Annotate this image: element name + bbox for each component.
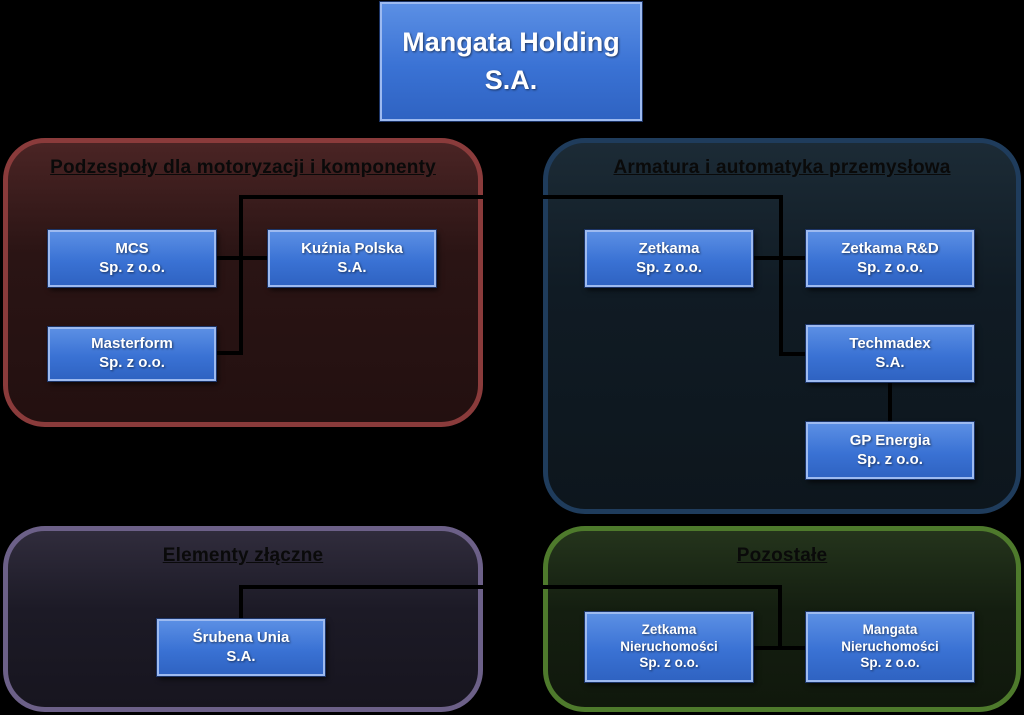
company-legal-form: Sp. z o.o.	[857, 258, 923, 276]
company-legal-form: S.A.	[875, 353, 905, 371]
company-legal-form: S.A.	[337, 258, 367, 276]
connector-motor-armatura	[239, 195, 783, 356]
company-zetkama-rd: Zetkama R&D Sp. z o.o.	[806, 230, 974, 287]
company-name: Zetkama R&D	[841, 239, 939, 257]
company-mcs: MCS Sp. z o.o.	[48, 230, 216, 287]
company-name: Zetkama	[638, 239, 700, 257]
holding-legal-form: S.A.	[484, 64, 538, 95]
company-legal-form: Sp. z o.o.	[99, 258, 165, 276]
connector-masterform	[214, 256, 243, 355]
company-name: Kuźnia Polska	[301, 239, 403, 257]
company-name: Mangata	[862, 621, 918, 637]
company-legal-form: Sp. z o.o.	[857, 450, 923, 468]
holding-name: Mangata Holding	[402, 26, 620, 57]
connector-srubena-pozostale	[239, 585, 782, 650]
group-title-motoryzacja: Podzespoły dla motoryzacji i komponenty	[50, 157, 436, 178]
group-title-elementy-zlaczne: Elementy złączne	[162, 545, 324, 566]
company-mangata-nieruchomosci: Mangata Nieruchomości Sp. z o.o.	[806, 612, 974, 682]
group-title-armatura: Armatura i automatyka przemysłowa	[613, 157, 951, 178]
company-masterform: Masterform Sp. z o.o.	[48, 327, 216, 381]
company-name: Zetkama	[641, 621, 697, 637]
company-name: MCS	[115, 239, 149, 257]
company-name: GP Energia	[849, 431, 931, 449]
group-title-pozostale: Pozostałe	[736, 545, 828, 566]
company-zetkama-nieruchomosci: Zetkama Nieruchomości Sp. z o.o.	[585, 612, 753, 682]
company-techmadex: Techmadex S.A.	[806, 325, 974, 382]
company-srubena-unia: Śrubena Unia S.A.	[157, 619, 325, 676]
company-kuznia-polska: Kuźnia Polska S.A.	[268, 230, 436, 287]
company-zetkama: Zetkama Sp. z o.o.	[585, 230, 753, 287]
company-name: Śrubena Unia	[192, 628, 290, 646]
company-name: Techmadex	[849, 334, 931, 352]
holding-box: Mangata Holding S.A.	[380, 2, 642, 121]
company-gp-energia: GP Energia Sp. z o.o.	[806, 422, 974, 479]
company-legal-form: Sp. z o.o.	[639, 655, 699, 671]
company-name: Masterform	[91, 335, 173, 353]
company-legal-form: Sp. z o.o.	[636, 258, 702, 276]
company-name-suffix: Nieruchomości	[620, 638, 718, 654]
company-legal-form: Sp. z o.o.	[99, 354, 165, 371]
company-legal-form: S.A.	[226, 647, 256, 665]
company-legal-form: Sp. z o.o.	[860, 655, 920, 671]
company-name-suffix: Nieruchomości	[841, 638, 939, 654]
